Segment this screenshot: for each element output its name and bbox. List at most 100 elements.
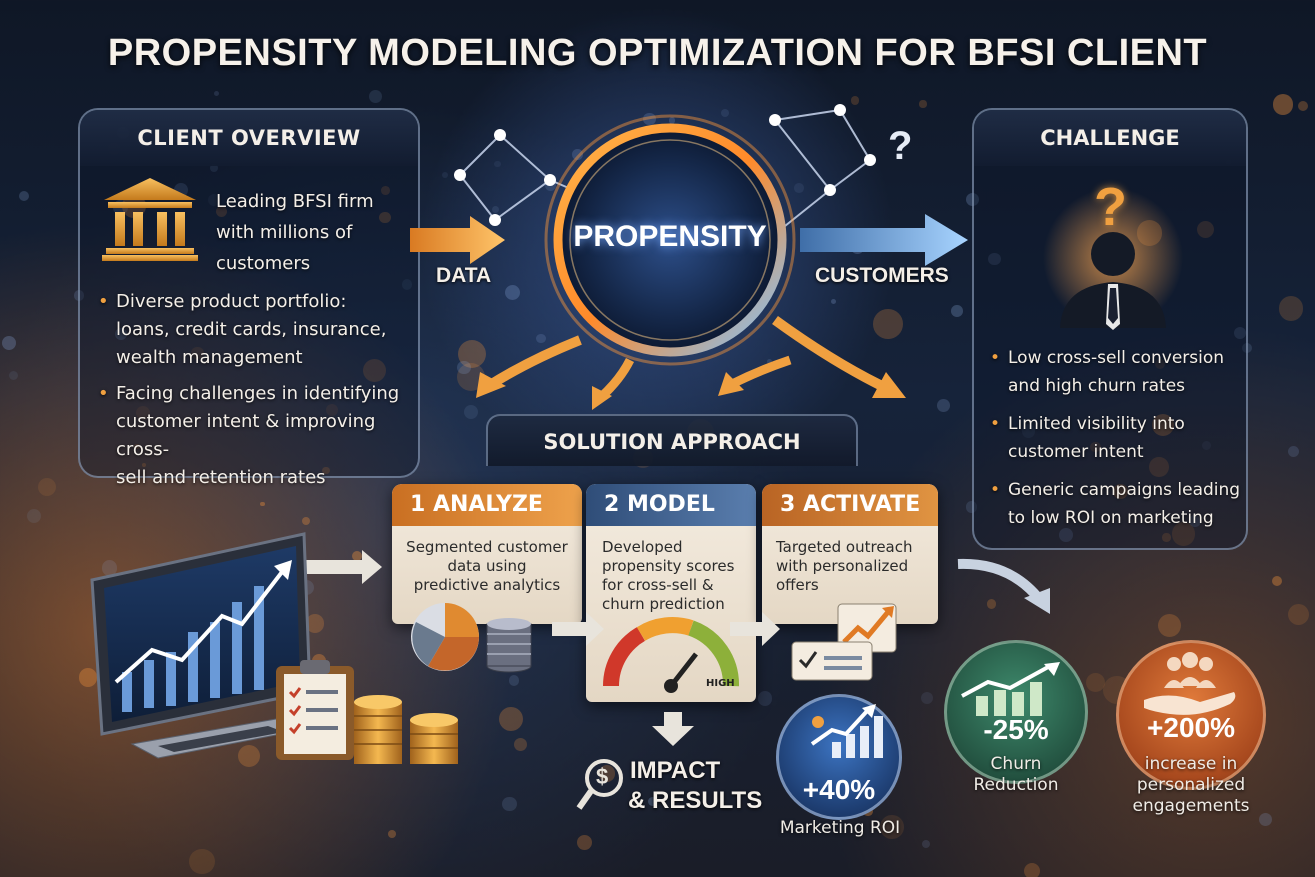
bokeh-dot [572, 148, 583, 160]
bokeh-dot [462, 269, 476, 284]
bokeh-dot [536, 333, 546, 344]
step-activate-body: Targeted outreach with personalized offe… [762, 526, 938, 595]
step-body-line: churn prediction [602, 595, 725, 613]
bokeh-dot [457, 360, 472, 375]
bokeh-dot [504, 284, 520, 300]
bokeh-dot [794, 182, 804, 193]
bokeh-dot [78, 668, 98, 687]
impact-heading-line: & RESULTS [628, 787, 763, 814]
question-mark-icon: ? [888, 124, 913, 168]
bokeh-dot [305, 614, 325, 633]
bokeh-dot [966, 501, 978, 513]
challenge-bullets: Low cross-sell conversion and high churn… [990, 344, 1246, 532]
hand-people-icon [1144, 652, 1236, 715]
bokeh-dot [368, 90, 382, 103]
bokeh-dot [767, 359, 773, 365]
step-body-line: predictive analytics [413, 576, 561, 594]
bullet-line: Generic campaigns leading [1008, 480, 1241, 500]
bokeh-dot [1298, 101, 1309, 111]
bullet-line: customer intent & improving cross- [116, 411, 376, 460]
bokeh-dot [302, 516, 311, 525]
impact-heading: IMPACT & RESULTS [628, 756, 762, 816]
bokeh-dot [921, 840, 930, 849]
bokeh-dot [380, 186, 390, 196]
bokeh-dot [921, 692, 934, 705]
bokeh-dot [463, 404, 478, 420]
bokeh-dot [643, 112, 656, 126]
bullet-line: Facing challenges in identifying [116, 383, 400, 404]
step-body-line: Targeted outreach [776, 538, 913, 556]
bokeh-dot [213, 90, 219, 96]
bokeh-dot [668, 117, 675, 124]
bank-icon [102, 178, 198, 261]
bokeh-dot [1271, 575, 1283, 586]
list-item: Diverse product portfolio: loans, credit… [98, 288, 428, 372]
metric-churn-label: Churn Reduction [940, 754, 1092, 796]
bokeh-dot [388, 830, 397, 838]
list-item: Generic campaigns leading to low ROI on … [990, 476, 1246, 532]
gauge-label: HIGH [706, 678, 735, 689]
magnifier-dollar-glyph: $ [596, 764, 609, 789]
bokeh-dot [491, 205, 499, 213]
bokeh-dot [502, 796, 517, 812]
bokeh-dot [260, 501, 265, 507]
curved-arrow-icon [487, 335, 582, 390]
hub-label: PROPENSITY [573, 220, 767, 253]
hub-diagram [410, 104, 968, 410]
bokeh-dot [850, 96, 860, 105]
bullet-line: customer intent [1008, 442, 1144, 462]
gold-coins-icon [354, 695, 458, 764]
bokeh-dot [988, 252, 1001, 266]
checklist-growth-icon [791, 603, 897, 681]
bokeh-dot [18, 191, 30, 202]
step-connector-arrows [300, 550, 1050, 746]
arrow-right-icon [300, 550, 382, 584]
step-model-label: 2 MODEL [586, 484, 756, 526]
bokeh-dot [879, 814, 904, 839]
bokeh-dot [1157, 614, 1182, 638]
bokeh-dot [216, 205, 228, 217]
bullet-line: Limited visibility into [1008, 414, 1185, 434]
bokeh-dot [986, 599, 997, 610]
arrow-right-icon [730, 612, 780, 646]
bokeh-dot [208, 194, 221, 207]
bokeh-dot [1085, 672, 1106, 693]
bokeh-dot [1023, 863, 1040, 877]
step-body-line: Developed [602, 538, 683, 556]
bokeh-dot [1234, 326, 1247, 339]
bullet-line: wealth management [116, 347, 303, 368]
step-analyze: 1 ANALYZE Segmented customer data using … [392, 484, 582, 624]
bokeh-dot [577, 835, 593, 851]
bokeh-dot [720, 108, 730, 118]
step-activate: 3 ACTIVATE Targeted outreach with person… [762, 484, 938, 624]
bokeh-dot [401, 279, 413, 291]
hub-output-label: CUSTOMERS [815, 264, 949, 287]
metric-engagement-label: increase in personalized engagements [1112, 754, 1270, 817]
bullet-line: sell and retention rates [116, 467, 326, 488]
client-bullets: Diverse product portfolio: loans, credit… [98, 288, 428, 492]
arrow-down-icon [652, 712, 694, 746]
pie-chart-icon [411, 603, 479, 671]
challenge-heading: CHALLENGE [974, 110, 1246, 166]
magnifier-dollar-icon [576, 759, 623, 810]
challenge-question-mark-icon: ? [1094, 177, 1127, 237]
growth-bars-icon [810, 704, 883, 758]
bokeh-dot [1278, 296, 1304, 321]
step-body-line: Segmented customer [406, 538, 568, 556]
step-model-body: Developed propensity scores for cross-se… [586, 526, 756, 614]
list-item: Facing challenges in identifying custome… [98, 380, 428, 492]
client-intro-line: customers [216, 253, 311, 274]
metric-roi-label: Marketing ROI [779, 818, 901, 838]
arrow-right-icon [552, 612, 604, 646]
person-silhouette-icon [1043, 188, 1183, 330]
list-item: Low cross-sell conversion and high churn… [990, 344, 1246, 400]
monitor-chart-icon [90, 532, 314, 759]
coins-icon [486, 618, 532, 673]
bullet-line: Diverse product portfolio: [116, 291, 347, 312]
bokeh-dot [441, 171, 449, 178]
step-body-line: for cross-sell & [602, 576, 714, 594]
bokeh-dot [919, 100, 927, 108]
bullet-line: to low ROI on marketing [1008, 508, 1214, 528]
customers-arrow-icon [800, 214, 968, 266]
metric-label-line: increase in [1144, 754, 1238, 774]
